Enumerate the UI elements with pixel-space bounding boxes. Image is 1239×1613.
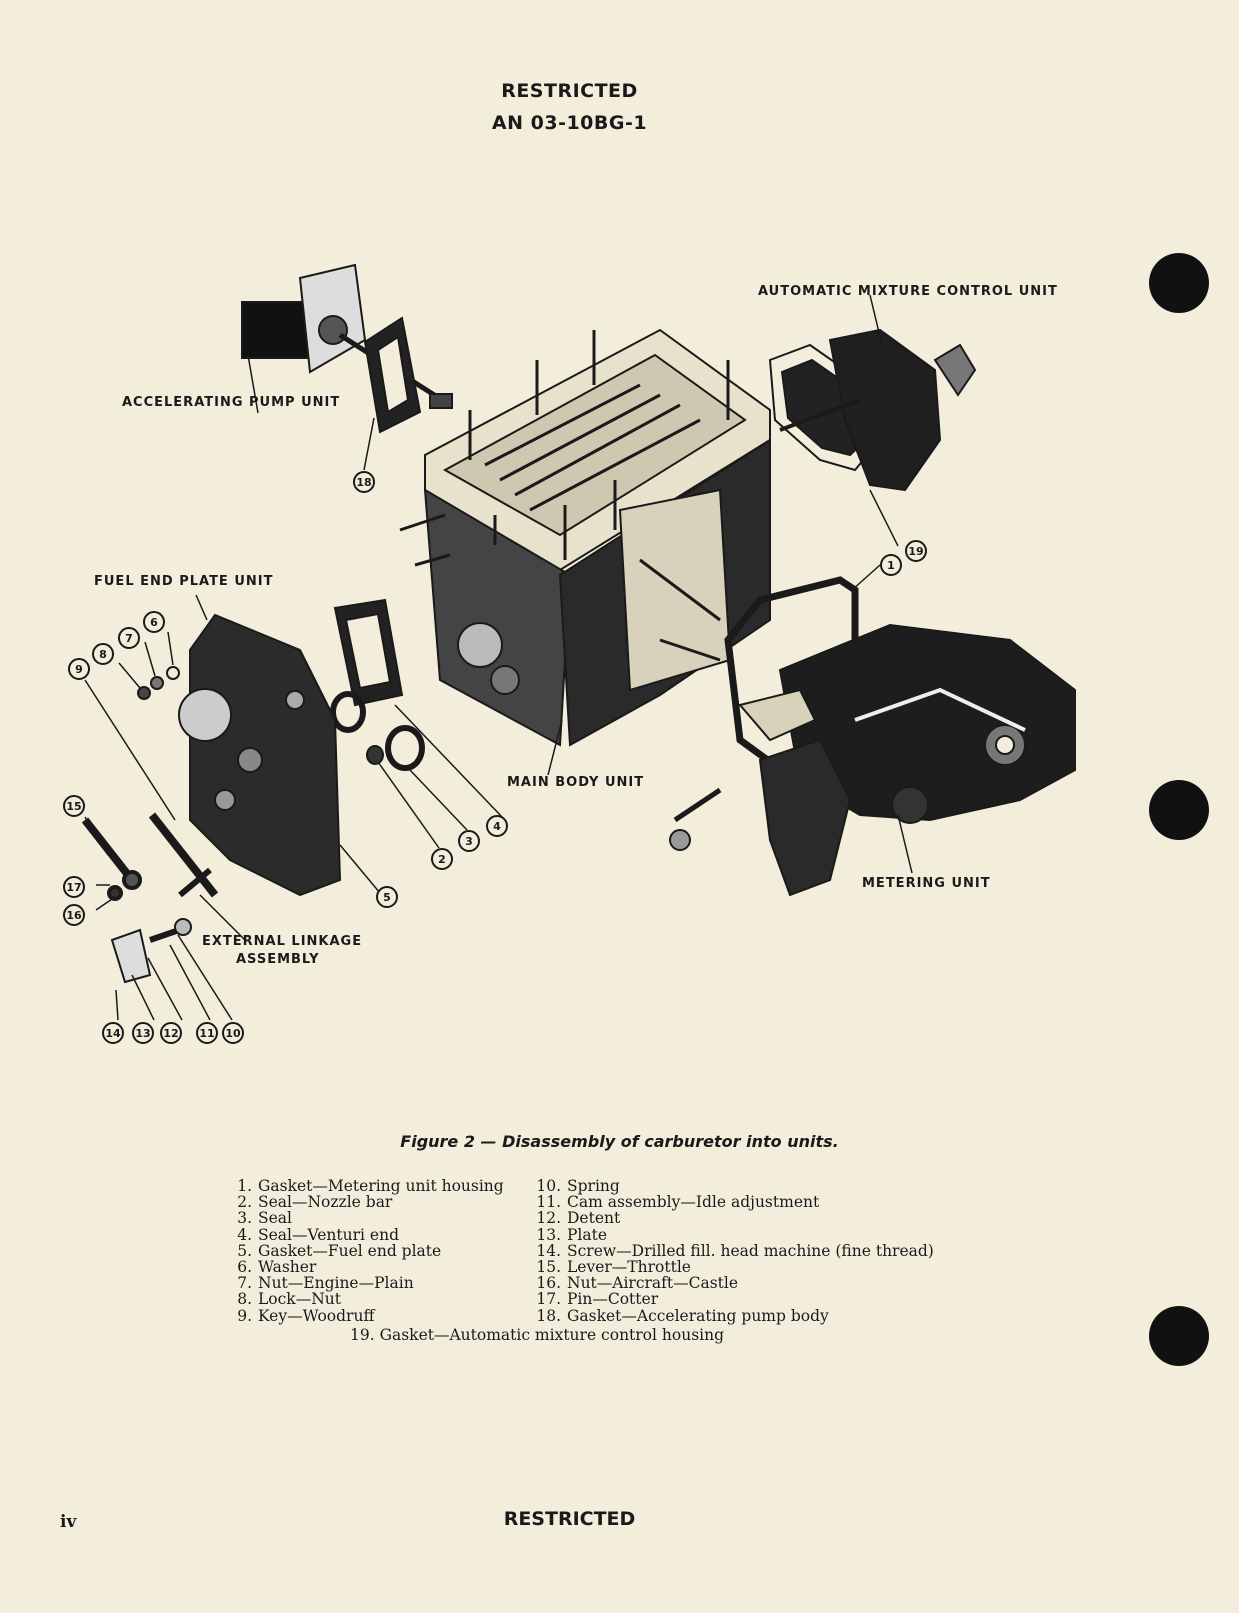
figure-caption: Figure 2 — Disassembly of carburetor int… (0, 1132, 1239, 1151)
legend-item: 3.Seal (237, 1209, 292, 1228)
label-automatic-mixture-control-unit: AUTOMATIC MIXTURE CONTROL UNIT (758, 284, 1058, 299)
legend-item: 7.Nut—Engine—Plain (237, 1274, 414, 1293)
callout-10: 10 (222, 1022, 244, 1044)
legend-item: 11.Cam assembly—Idle adjustment (536, 1193, 820, 1212)
callout-5: 5 (376, 886, 398, 908)
label-external-linkage: EXTERNAL LINKAGE (202, 934, 363, 949)
accelerating-pump-drawing (241, 263, 453, 409)
callout-1: 1 (880, 554, 902, 576)
legend-right-column: 10.Spring 11.Cam assembly—Idle adjustmen… (535, 1178, 934, 1324)
lock-nut-drawing (137, 686, 151, 700)
callout-12: 12 (160, 1022, 182, 1044)
binder-hole-middle (1149, 780, 1209, 840)
legend-item: 4.Seal—Venturi end (237, 1225, 399, 1244)
legend-item: 10.Spring (536, 1177, 620, 1195)
callout-6: 6 (143, 611, 165, 633)
legend-item: 16.Nut—Aircraft—Castle (536, 1274, 739, 1293)
legend-item: 2.Seal—Nozzle bar (237, 1193, 393, 1212)
label-external-linkage-assembly: ASSEMBLY (236, 952, 320, 967)
legend-item: 18.Gasket—Accelerating pump body (536, 1306, 829, 1325)
callout-2: 2 (431, 848, 453, 870)
callout-7: 7 (118, 627, 140, 649)
seal-2-drawing (366, 745, 384, 765)
legend-item: 1.Gasket—Metering unit housing (237, 1177, 504, 1195)
callout-18: 18 (353, 471, 375, 493)
legend-item: 9.Key—Woodruff (237, 1306, 375, 1325)
automatic-mixture-drawing (768, 328, 977, 492)
callout-19: 19 (905, 540, 927, 562)
label-metering-unit: METERING UNIT (862, 876, 991, 891)
figure-caption-text: Figure 2 — Disassembly of carburetor int… (400, 1132, 839, 1151)
footer-classification: RESTRICTED (503, 1508, 636, 1530)
metering-unit-drawing (669, 623, 1076, 897)
label-main-body-unit: MAIN BODY UNIT (507, 775, 645, 790)
callout-11: 11 (196, 1022, 218, 1044)
leader-lines (84, 294, 913, 1021)
callout-8: 8 (92, 643, 114, 665)
linkage-drawing (81, 812, 219, 984)
page-number: iv (60, 1512, 77, 1532)
callout-13: 13 (132, 1022, 154, 1044)
legend-item: 14.Screw—Drilled fill. head machine (fin… (536, 1241, 934, 1260)
legend-item: 8.Lock—Nut (237, 1290, 341, 1309)
nut-drawing (150, 676, 164, 690)
label-accelerating-pump-unit: ACCELERATING PUMP UNIT (122, 395, 341, 410)
legend-item: 5.Gasket—Fuel end plate (237, 1241, 442, 1260)
callout-15: 15 (63, 795, 85, 817)
callout-16: 16 (63, 904, 85, 926)
header-classification: RESTRICTED (501, 80, 638, 102)
carburetor-exploded-view (81, 263, 1076, 1021)
binder-hole-top (1149, 253, 1209, 313)
legend-item: 15.Lever—Throttle (536, 1258, 691, 1277)
legend-item-19: 19. Gasket—Automatic mixture control hou… (350, 1326, 725, 1344)
legend-item: 13.Plate (536, 1225, 608, 1244)
binder-hole-bottom (1149, 1306, 1209, 1366)
callout-17: 17 (63, 876, 85, 898)
main-body-drawing (399, 328, 771, 747)
washer-drawing (166, 666, 180, 680)
legend-left-column: 1.Gasket—Metering unit housing 2.Seal—No… (226, 1178, 504, 1324)
callout-14: 14 (102, 1022, 124, 1044)
fuel-end-plate-drawing (178, 613, 342, 897)
callout-3: 3 (458, 830, 480, 852)
seal-3-drawing (330, 691, 366, 733)
legend-item: 6.Washer (237, 1258, 317, 1277)
legend-item: 17.Pin—Cotter (536, 1290, 659, 1309)
seal-venturi-drawing (385, 725, 425, 771)
label-fuel-end-plate-unit: FUEL END PLATE UNIT (94, 574, 274, 589)
callout-4: 4 (486, 815, 508, 837)
legend-item: 12.Detent (536, 1209, 621, 1228)
callout-9: 9 (68, 658, 90, 680)
header-doc-number: AN 03-10BG-1 (491, 112, 648, 134)
